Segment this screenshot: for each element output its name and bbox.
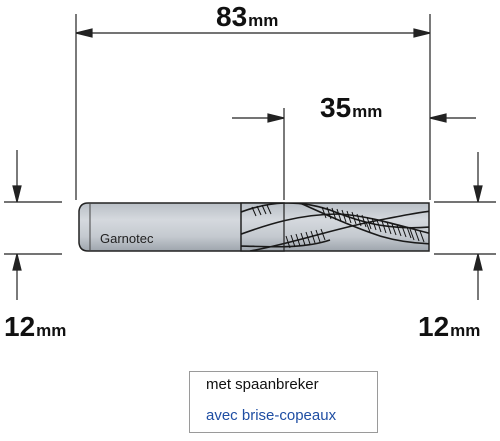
dimension-line-overall-length [75, 28, 431, 38]
legend-line-dutch: met spaanbreker [206, 376, 319, 393]
extension-lines [4, 14, 496, 255]
bit-shank [78, 202, 285, 252]
shank-diameter-label: 12mm [4, 311, 66, 342]
legend-line-french: avec brise-copeaux [206, 407, 337, 424]
cutting-diameter-label: 12mm [418, 311, 480, 342]
router-bit: Garnotec [78, 202, 430, 252]
dimension-arrows-cutting-diameter [473, 152, 483, 300]
dimension-arrows-shank-diameter [12, 150, 22, 300]
chip-breaker-serrations [251, 204, 425, 249]
bit-brand-label: Garnotec [100, 231, 154, 246]
overall-length-label: 83mm [216, 1, 278, 32]
cutting-length-label: 35mm [320, 92, 382, 123]
dimension-line-cutting-length [232, 113, 476, 123]
legend-box: met spaanbreker avec brise-copeaux [189, 371, 378, 433]
